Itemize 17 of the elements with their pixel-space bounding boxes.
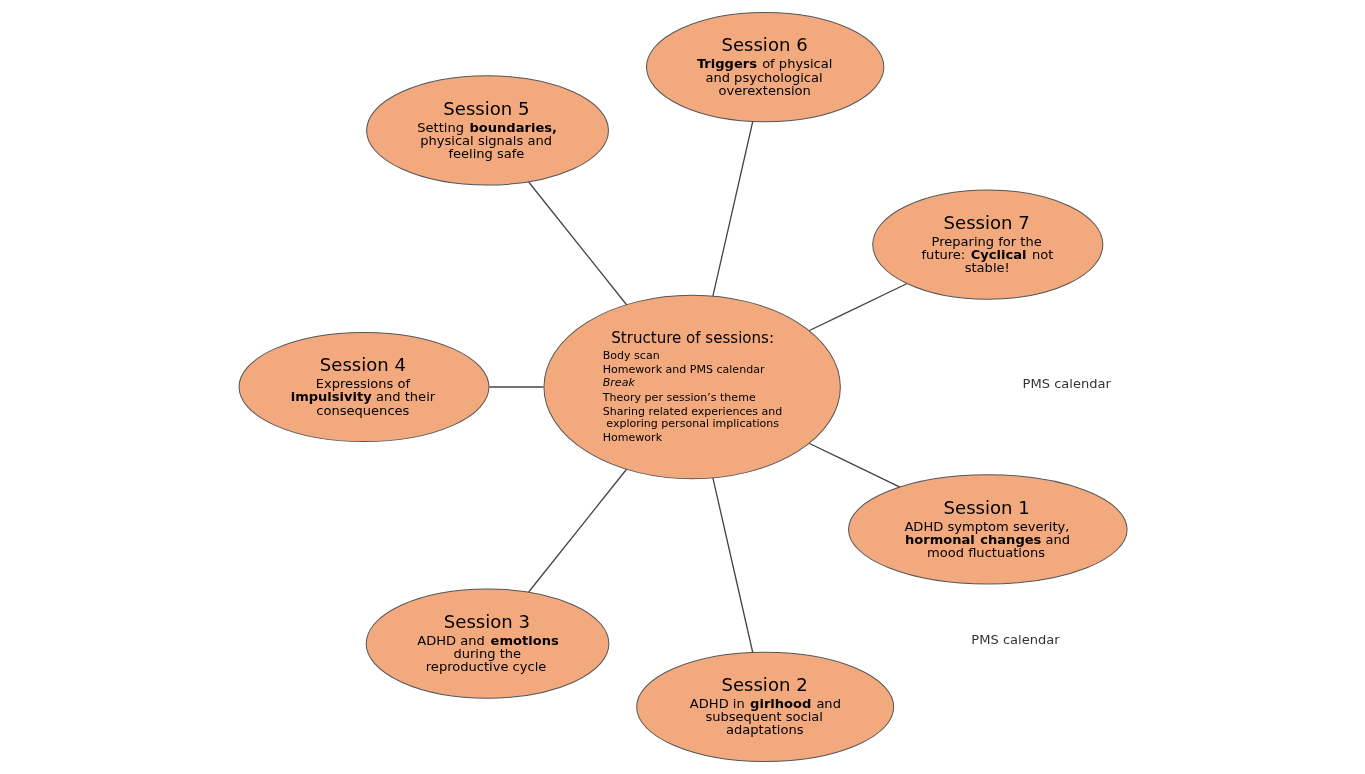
node-ellipse: Session 5 Setting boundaries, physical signals and feeling safe (365, 75, 609, 186)
connector (808, 283, 907, 332)
node-ellipse: Session 7 Preparing for the future: Cyclical not stable! (871, 189, 1103, 300)
connector (711, 120, 753, 297)
connector (808, 442, 900, 488)
node-ellipse: Structure of sessions: Body scan Homework and PMS calendar Break Theory per session’s theme Sharing related experiences and exploring personal implications Homework (542, 294, 841, 480)
connector (527, 468, 627, 593)
node-ellipse: Session 6 Triggers of physical and psychological overextension (645, 11, 884, 123)
node-ellipse: Session 2 ADHD in girlhood and subsequent social adaptations (635, 651, 894, 763)
connector (488, 386, 544, 388)
label: PMS calendar (1022, 376, 1111, 392)
label: PMS calendar (970, 632, 1060, 648)
connector (527, 181, 627, 306)
node-ellipse: Session 3 ADHD and emotions during the reproductive cycle (365, 588, 609, 699)
node-ellipse: Session 1 ADHD symptom severity, hormonal changes and mood fluctuations (847, 474, 1128, 585)
connector (711, 477, 753, 654)
node-ellipse: Session 4 Expressions of impulsivity and their consequences (238, 331, 489, 443)
